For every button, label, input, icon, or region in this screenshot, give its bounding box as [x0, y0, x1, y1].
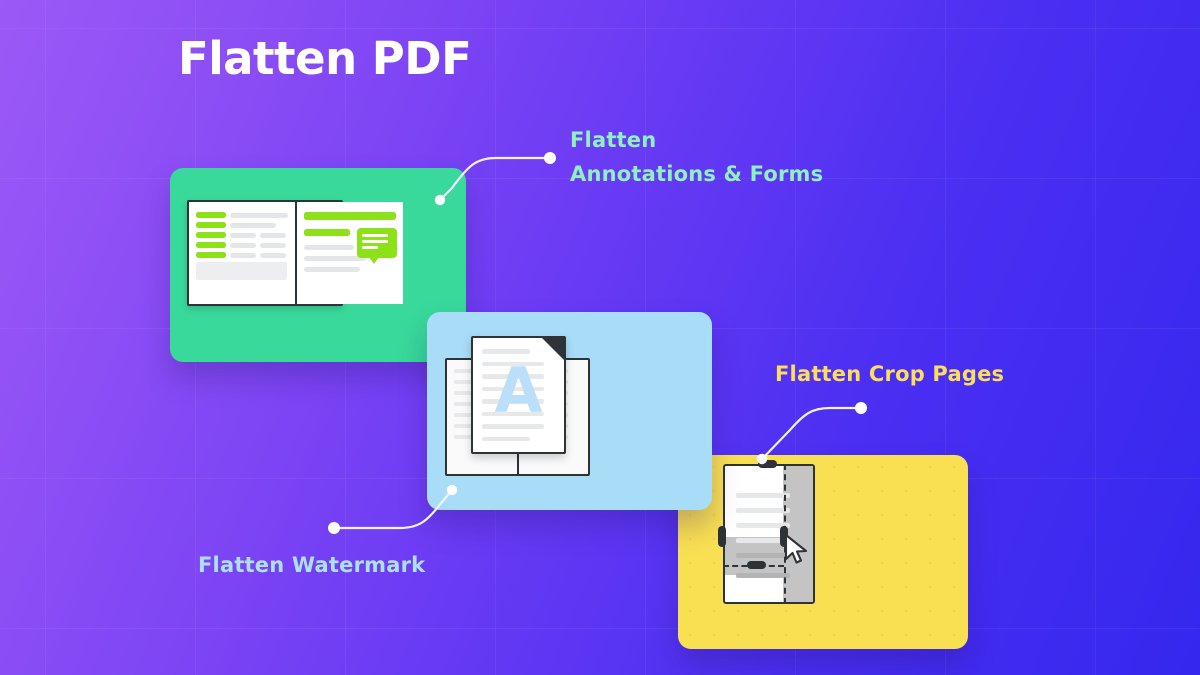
annotation-subhighlight: [304, 229, 350, 236]
front-document-page: A: [471, 336, 566, 454]
label-flatten-crop-pages: Flatten Crop Pages: [775, 362, 1005, 386]
form-text-line: [260, 252, 286, 258]
crop-handle-top[interactable]: [757, 460, 777, 468]
crop-handle-bottom[interactable]: [746, 560, 766, 569]
form-text-line: [230, 212, 288, 218]
bubble-line: [362, 234, 388, 237]
form-field-highlight: [196, 232, 226, 238]
text-line: [735, 523, 791, 529]
form-text-line: [230, 252, 256, 258]
document-spread-illustration: [187, 200, 403, 306]
annotation-text-line: [304, 267, 360, 272]
annotation-heading-highlight: [304, 212, 396, 220]
form-block-fill: [196, 262, 287, 280]
form-row: [196, 212, 288, 218]
text-line: [735, 553, 791, 559]
text-line: [482, 361, 544, 366]
text-line: [482, 386, 544, 391]
bubble-line: [362, 246, 378, 249]
form-field-highlight: [196, 242, 226, 248]
card-flatten-annotations[interactable]: [170, 168, 466, 362]
form-row: [196, 222, 288, 228]
card-flatten-watermark[interactable]: A: [427, 312, 712, 510]
form-row: [196, 252, 288, 258]
text-line: [735, 573, 791, 579]
label-flatten-annotations: Flatten Annotations & Forms: [570, 123, 823, 191]
annotation-text-line: [304, 245, 354, 250]
annotation-text-line: [304, 256, 366, 261]
crop-handle-right[interactable]: [780, 525, 789, 547]
text-line: [482, 349, 530, 354]
text-line: [735, 493, 791, 499]
form-text-line: [230, 242, 256, 248]
form-row: [196, 242, 288, 248]
crop-handle-left[interactable]: [718, 525, 726, 547]
text-line: [482, 424, 544, 429]
card-dot-texture: [678, 455, 968, 649]
form-text-line: [230, 222, 276, 228]
label-flatten-watermark: Flatten Watermark: [198, 553, 426, 577]
crop-connector-dot-end: [855, 402, 867, 414]
form-text-line: [260, 242, 286, 248]
crop-connector-line: [761, 406, 860, 460]
form-text-line: [230, 232, 256, 238]
watermark-letter: A: [494, 354, 543, 427]
bubble-line: [362, 240, 388, 243]
form-page-left: [189, 202, 297, 304]
text-line: [482, 436, 530, 441]
form-field-highlight: [196, 212, 226, 218]
label-line-1: Flatten: [570, 128, 657, 152]
form-field-highlight: [196, 252, 226, 258]
page-fold-corner-icon: [541, 338, 564, 361]
card-flatten-crop-pages[interactable]: [678, 455, 968, 649]
crop-shade-right: [783, 466, 813, 602]
text-line: [735, 538, 791, 544]
text-line: [482, 399, 544, 404]
annotation-page-right: [297, 202, 403, 304]
form-field-highlight: [196, 222, 226, 228]
watermark-connector-dot-start: [328, 522, 340, 534]
form-text-line: [260, 232, 286, 238]
crop-illustration: [718, 460, 815, 604]
form-row: [196, 232, 288, 238]
watermark-illustration: A: [445, 336, 597, 486]
mouse-cursor-icon: [784, 534, 807, 564]
label-line-2: Annotations & Forms: [570, 162, 824, 187]
text-line: [735, 508, 791, 514]
text-line: [482, 411, 544, 416]
page-title: Flatten PDF: [178, 32, 472, 85]
text-line: [482, 374, 544, 379]
comment-bubble-icon: [357, 228, 397, 264]
annotations-connector-dot-end: [544, 152, 556, 164]
